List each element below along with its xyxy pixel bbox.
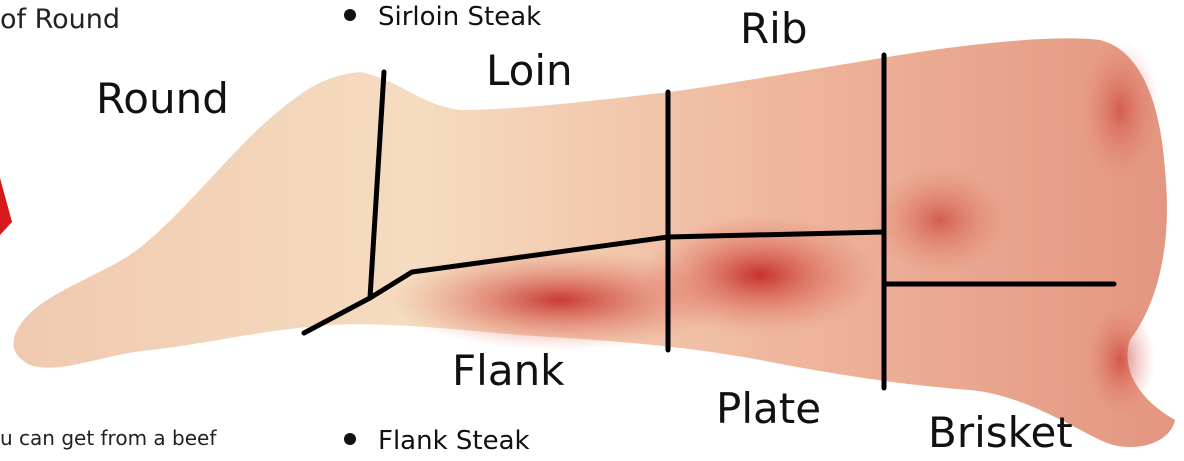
bottom-left-text-fragment: u can get from a beef — [0, 428, 216, 448]
label-loin: Loin — [486, 50, 573, 92]
label-rib: Rib — [740, 8, 808, 50]
leg-red-region — [1085, 305, 1155, 415]
bullet-sirloin-steak: Sirloin Steak — [344, 4, 541, 30]
red-arrow-fragment — [0, 178, 12, 235]
bullet-flank-steak: Flank Steak — [344, 428, 530, 454]
label-flank: Flank — [452, 350, 565, 392]
top-left-text-fragment: of Round — [0, 6, 120, 33]
bullet-dot-icon — [344, 9, 356, 21]
bullet-text: Sirloin Steak — [378, 2, 541, 32]
label-round: Round — [96, 78, 229, 120]
brisket-red-region — [1080, 40, 1160, 180]
label-plate: Plate — [716, 388, 821, 430]
bullet-text: Flank Steak — [378, 426, 530, 456]
bullet-dot-icon — [344, 433, 356, 445]
label-brisket: Brisket — [928, 412, 1073, 454]
rib-red-region — [870, 165, 1010, 275]
